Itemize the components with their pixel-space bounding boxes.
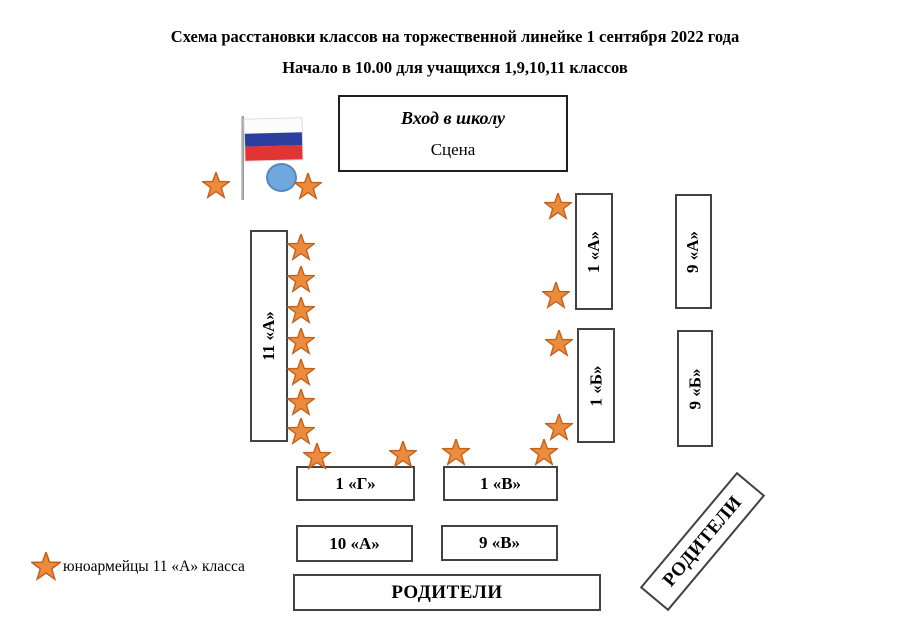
class-box-1v: 1 «В» (443, 466, 558, 501)
stage-label: Сцена (430, 139, 476, 159)
star-icon (530, 439, 558, 467)
star-icon (287, 418, 315, 446)
class-box-1g: 1 «Г» (296, 466, 415, 501)
page-title: Схема расстановки классов на торжественн… (170, 27, 740, 46)
star-icon (442, 439, 470, 467)
star-icon (545, 330, 573, 358)
star-icon (294, 173, 322, 201)
class-box-label: 1 «А» (584, 230, 603, 273)
star-icon (287, 266, 315, 294)
russian-flag-icon (243, 117, 304, 162)
class-box-label: 9 «Б» (685, 368, 704, 409)
class-box-label: 9 «А» (683, 230, 703, 273)
class-box-label: 1 «Б» (586, 365, 605, 406)
class-box-label: РОДИТЕЛИ (391, 581, 503, 603)
star-icon (287, 359, 315, 387)
class-box-9v: 9 «В» (441, 525, 558, 561)
entrance-stage-box: Вход в школу Сцена (338, 95, 568, 172)
flag-pole (241, 116, 244, 200)
star-icon (545, 414, 573, 442)
star-icon (544, 193, 572, 221)
star-icon (287, 297, 315, 325)
class-box-label: 1 «Г» (335, 473, 376, 493)
star-icon (287, 234, 315, 262)
class-box-label: 1 «В» (479, 473, 522, 493)
star-icon (303, 443, 331, 471)
flag-stripe (245, 145, 303, 161)
star-icon (31, 552, 61, 581)
class-box-parents-side: РОДИТЕЛИ (639, 471, 766, 612)
class-box-label: 10 «А» (329, 533, 380, 553)
class-box-10a: 10 «А» (296, 525, 413, 562)
class-box-9a: 9 «А» (675, 194, 712, 309)
class-box-11a: 11 «А» (250, 230, 288, 442)
class-box-label: 9 «В» (478, 533, 521, 552)
class-box-1a: 1 «А» (575, 193, 613, 310)
star-icon (287, 389, 315, 417)
entrance-label: Вход в школу (400, 107, 505, 128)
class-box-label: РОДИТЕЛИ (658, 491, 746, 591)
class-box-9b: 9 «Б» (677, 330, 713, 447)
class-box-1b: 1 «Б» (577, 328, 615, 443)
star-icon (542, 282, 570, 310)
class-box-label: 11 «А» (259, 311, 278, 361)
legend: юноармейцы 11 «А» класса (31, 550, 245, 584)
legend-star-slot (31, 552, 61, 582)
page-subtitle: Начало в 10.00 для учащихся 1,9,10,11 кл… (282, 58, 628, 77)
blue-circle-marker (266, 163, 297, 192)
star-icon (287, 328, 315, 356)
star-icon (202, 172, 230, 200)
class-box-parents-bottom: РОДИТЕЛИ (293, 574, 601, 611)
legend-text: юноармейцы 11 «А» класса (63, 558, 245, 575)
star-icon (389, 441, 417, 469)
